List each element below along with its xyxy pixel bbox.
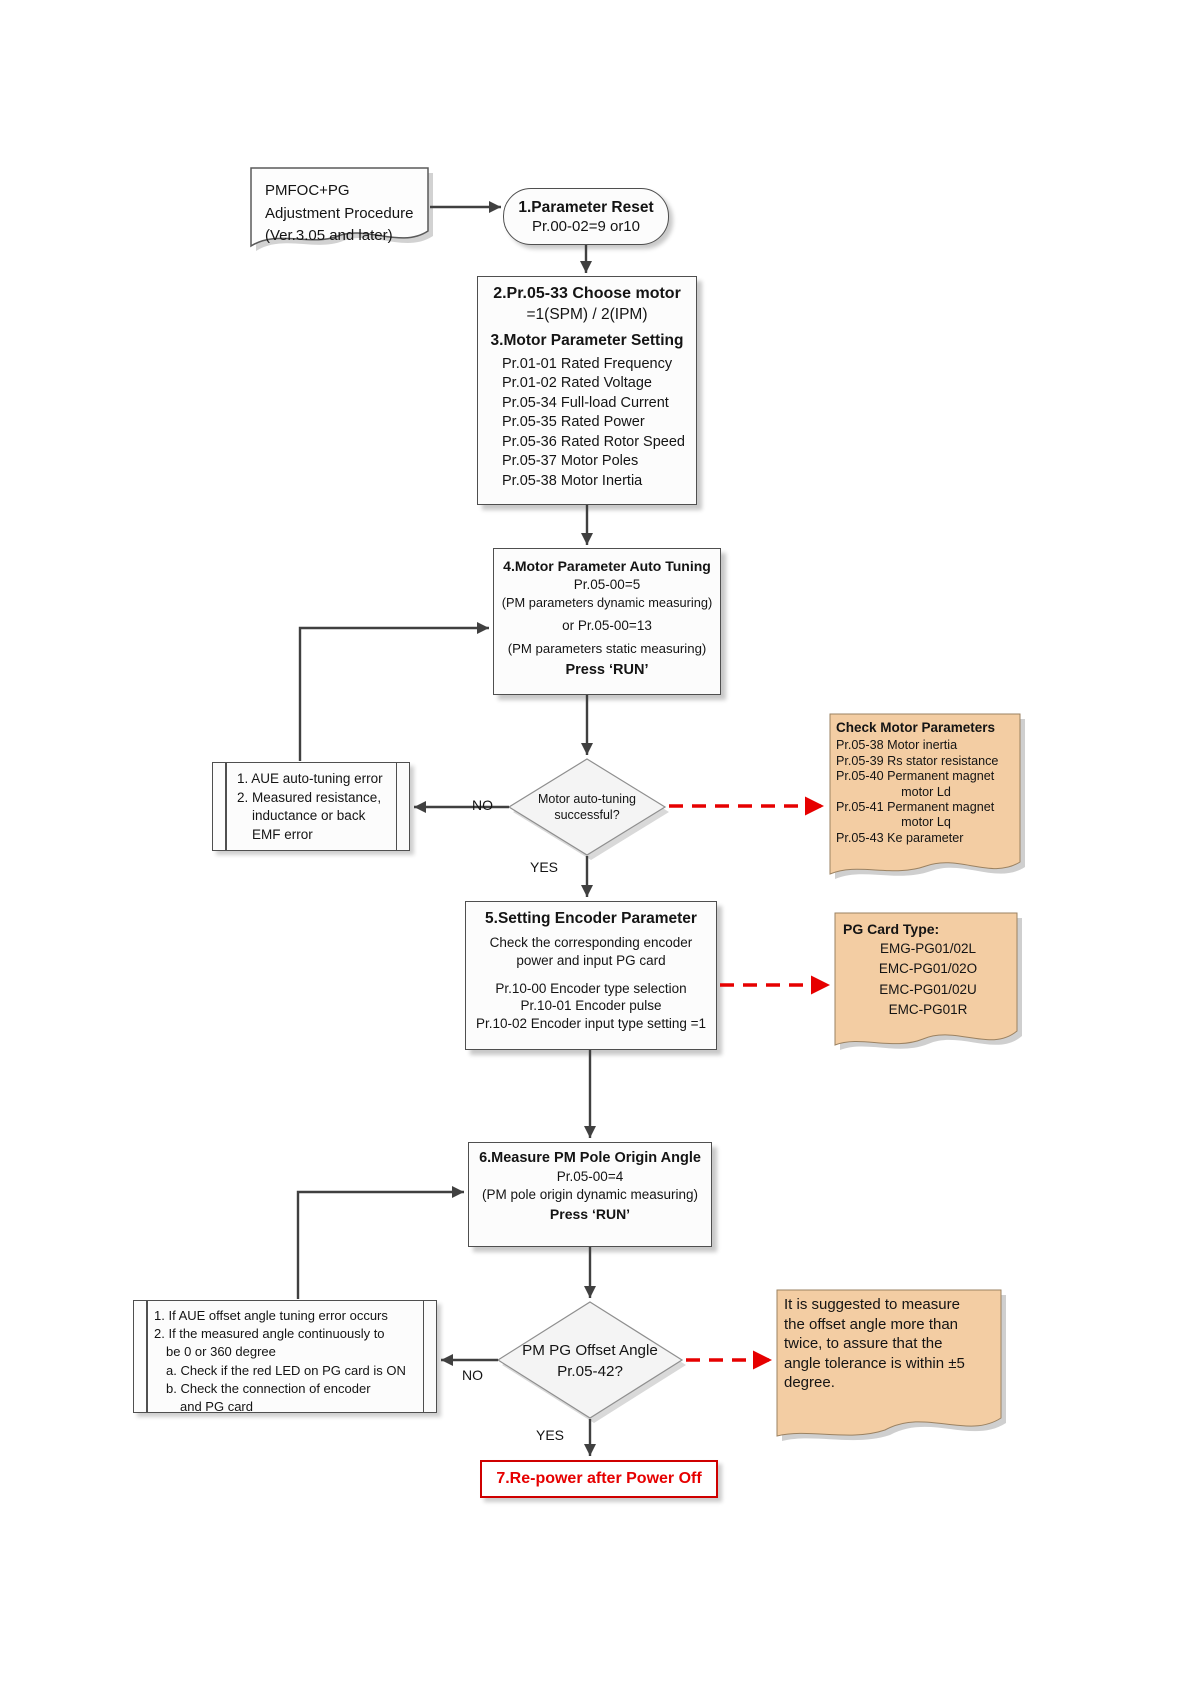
note-motor-line: Pr.05-38 Motor inertia xyxy=(836,738,958,753)
note-angle-line: the offset angle more than xyxy=(784,1315,959,1333)
step4-auto-tuning: 4.Motor Parameter Auto Tuning Pr.05-00=5… xyxy=(493,548,721,695)
step5-line: Check the corresponding encoder xyxy=(489,935,693,950)
note-angle-shape xyxy=(776,1289,1006,1441)
errorbox1-line: 2. Measured resistance, xyxy=(237,789,382,805)
note-pg-item: EMG-PG01/02L xyxy=(879,941,977,956)
step7-title: 7.Re-power after Power Off xyxy=(496,1470,702,1487)
step6-line: (PM pole origin dynamic measuring) xyxy=(481,1187,699,1202)
start-line-1: PMFOC+PG xyxy=(265,182,350,199)
step5-line: Pr.10-01 Encoder pulse xyxy=(520,998,662,1014)
step4-line: Pr.05-00=5 xyxy=(573,577,641,592)
step1-parameter-reset: 1.Parameter Reset Pr.00-02=9 or10 xyxy=(503,188,669,245)
note-motor-line: motor Ld xyxy=(901,784,951,799)
step2-title: 2.Pr.05-33 Choose motor xyxy=(493,285,681,302)
step1-title: 1.Parameter Reset xyxy=(518,198,654,216)
note-pg-title: PG Card Type: xyxy=(843,921,940,937)
start-line-2: Adjustment Procedure xyxy=(265,204,414,222)
step4-line: (PM parameters dynamic measuring) xyxy=(501,595,713,610)
step3-parameter-list: Pr.01-01 Rated Frequency Pr.01-02 Rated … xyxy=(478,355,696,491)
step6-press-run: Press ‘RUN’ xyxy=(549,1206,631,1222)
note-pg-card-type: PG Card Type: EMG-PG01/02L EMC-PG01/02O … xyxy=(843,921,1013,1020)
note-angle-line: It is suggested to measure xyxy=(784,1296,960,1313)
note-motor-line: motor Lq xyxy=(901,815,951,830)
decision2-line-2: Pr.05-42? xyxy=(557,1363,623,1381)
step3-item: Pr.05-36 Rated Rotor Speed xyxy=(502,433,685,450)
errorbox2-line: be 0 or 360 degree xyxy=(166,1344,276,1360)
label-no-2: NO xyxy=(462,1367,483,1383)
note-motor-line: Pr.05-40 Permanent magnet xyxy=(836,769,995,784)
start-line-3: (Ver.3.05 and later) xyxy=(265,227,393,244)
label-yes-1: YES xyxy=(530,859,559,875)
errorbox2-line: a. Check if the red LED on PG card is ON xyxy=(166,1362,406,1378)
step5-line: Pr.10-00 Encoder type selection xyxy=(495,980,687,996)
step4-line: (PM parameters static measuring) xyxy=(507,641,707,656)
errorbox2-line: 2. If the measured angle continuously to xyxy=(154,1326,385,1342)
step3-item: Pr.05-38 Motor Inertia xyxy=(502,472,643,489)
note-pg-shape xyxy=(834,912,1022,1050)
note-motor-line: Pr.05-41 Permanent magnet xyxy=(836,799,995,814)
note-pg-item: EMC-PG01/02O xyxy=(878,961,978,977)
step6-title: 6.Measure PM Pole Origin Angle xyxy=(479,1150,701,1166)
note-pg-item: EMC-PG01R xyxy=(888,1001,968,1017)
step5-line: Pr.10-02 Encoder input type setting =1 xyxy=(475,1016,707,1032)
note-pg-item: EMC-PG01/02U xyxy=(879,981,977,997)
errorbox2-line: b. Check the connection of encoder xyxy=(166,1380,371,1396)
step5-line: power and input PG card xyxy=(516,952,666,968)
connector-errorbox2-retry xyxy=(296,1186,464,1299)
step4-press-run: Press ‘RUN’ xyxy=(565,662,649,678)
label-yes-2: YES xyxy=(536,1427,565,1443)
step3-item: Pr.05-34 Full-load Current xyxy=(502,394,669,411)
step5-encoder-parameter: 5.Setting Encoder Parameter Check the co… xyxy=(465,901,717,1050)
step3-item: Pr.05-37 Motor Poles xyxy=(502,453,639,470)
label-no-1: NO xyxy=(472,797,493,813)
decision-auto-tuning: Motor auto-tuning successful? xyxy=(507,791,667,824)
errorbox2-line: 1. If AUE offset angle tuning error occu… xyxy=(154,1308,388,1323)
note-offset-angle-advice: It is suggested to measure the offset an… xyxy=(784,1295,996,1393)
note-motor-title: Check Motor Parameters xyxy=(836,720,996,735)
start-note-shape xyxy=(250,167,433,251)
connector-errorbox1-retry xyxy=(298,622,489,761)
step3-item: Pr.05-35 Rated Power xyxy=(502,414,645,431)
errorbox-offset-angle: 1. If AUE offset angle tuning error occu… xyxy=(133,1300,437,1414)
note-angle-line: angle tolerance is within ±5 xyxy=(784,1354,965,1372)
decision2-line-1: PM PG Offset Angle xyxy=(522,1342,658,1359)
errorbox2-line: and PG card xyxy=(180,1398,253,1414)
step3-item: Pr.01-01 Rated Frequency xyxy=(502,356,673,372)
decision-offset-angle: PM PG Offset Angle Pr.05-42? xyxy=(490,1340,690,1383)
note-motor-line: Pr.05-39 Rs stator resistance xyxy=(836,753,999,768)
note-angle-line: twice, to assure that the xyxy=(784,1335,943,1352)
errorbox1-line: EMF error xyxy=(252,826,313,842)
note-motor-line: Pr.05-43 Ke parameter xyxy=(836,830,964,845)
decision1-line-1: Motor auto-tuning xyxy=(538,792,636,806)
step4-title: 4.Motor Parameter Auto Tuning xyxy=(503,558,711,574)
step7-repower: 7.Re-power after Power Off xyxy=(480,1460,718,1498)
step4-line: or Pr.05-00=13 xyxy=(562,618,652,633)
note-angle-line: degree. xyxy=(784,1374,835,1391)
step2-subtitle: =1(SPM) / 2(IPM) xyxy=(526,306,648,323)
errorbox1-line: 1. AUE auto-tuning error xyxy=(237,771,383,786)
step3-title: 3.Motor Parameter Setting xyxy=(490,332,684,349)
step1-subtitle: Pr.00-02=9 or10 xyxy=(532,217,640,235)
step23-motor-setting: 2.Pr.05-33 Choose motor =1(SPM) / 2(IPM)… xyxy=(477,276,697,505)
step3-item: Pr.01-02 Rated Voltage xyxy=(502,375,652,392)
note-check-motor-parameters: Check Motor Parameters Pr.05-38 Motor in… xyxy=(836,720,1016,846)
decision1-line-2: successful? xyxy=(554,808,620,823)
errorbox1-line: inductance or back xyxy=(252,808,366,824)
step6-line: Pr.05-00=4 xyxy=(556,1169,624,1184)
step5-title: 5.Setting Encoder Parameter xyxy=(485,910,697,927)
note-motor-shape xyxy=(829,713,1025,879)
errorbox-auto-tuning: 1. AUE auto-tuning error 2. Measured res… xyxy=(212,762,410,851)
step6-pole-origin: 6.Measure PM Pole Origin Angle Pr.05-00=… xyxy=(468,1142,712,1247)
start-note: PMFOC+PG Adjustment Procedure (Ver.3.05 … xyxy=(265,180,425,248)
